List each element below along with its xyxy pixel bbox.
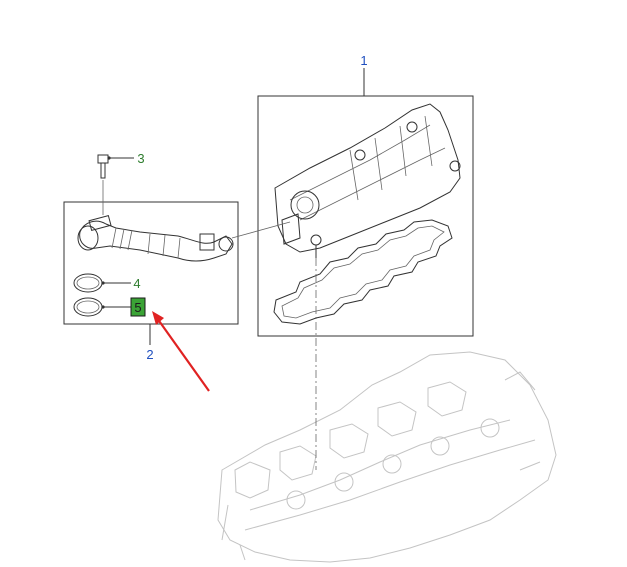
gasket-icon [273, 219, 453, 325]
o-ring-icon [73, 273, 103, 293]
callout-5[interactable]: 5 [134, 300, 141, 315]
breather-hose-icon [77, 214, 234, 262]
callout-2[interactable]: 2 [146, 347, 153, 362]
callout-1[interactable]: 1 [360, 53, 367, 68]
pointer-arrow-icon [152, 311, 210, 392]
leader-dot-3 [107, 156, 111, 160]
bolt-icon [97, 154, 109, 215]
valve-cover-icon [274, 103, 461, 258]
o-ring-icon-2 [73, 297, 103, 317]
callout-5-highlight [130, 297, 146, 317]
cylinder-head-icon [217, 351, 557, 563]
leader-dot-5 [101, 305, 105, 309]
assembly-box-2 [63, 201, 239, 325]
leader-dot-4 [101, 281, 105, 285]
assembly-box-1 [257, 95, 474, 337]
callout-4[interactable]: 4 [133, 276, 140, 291]
callout-3[interactable]: 3 [137, 151, 144, 166]
